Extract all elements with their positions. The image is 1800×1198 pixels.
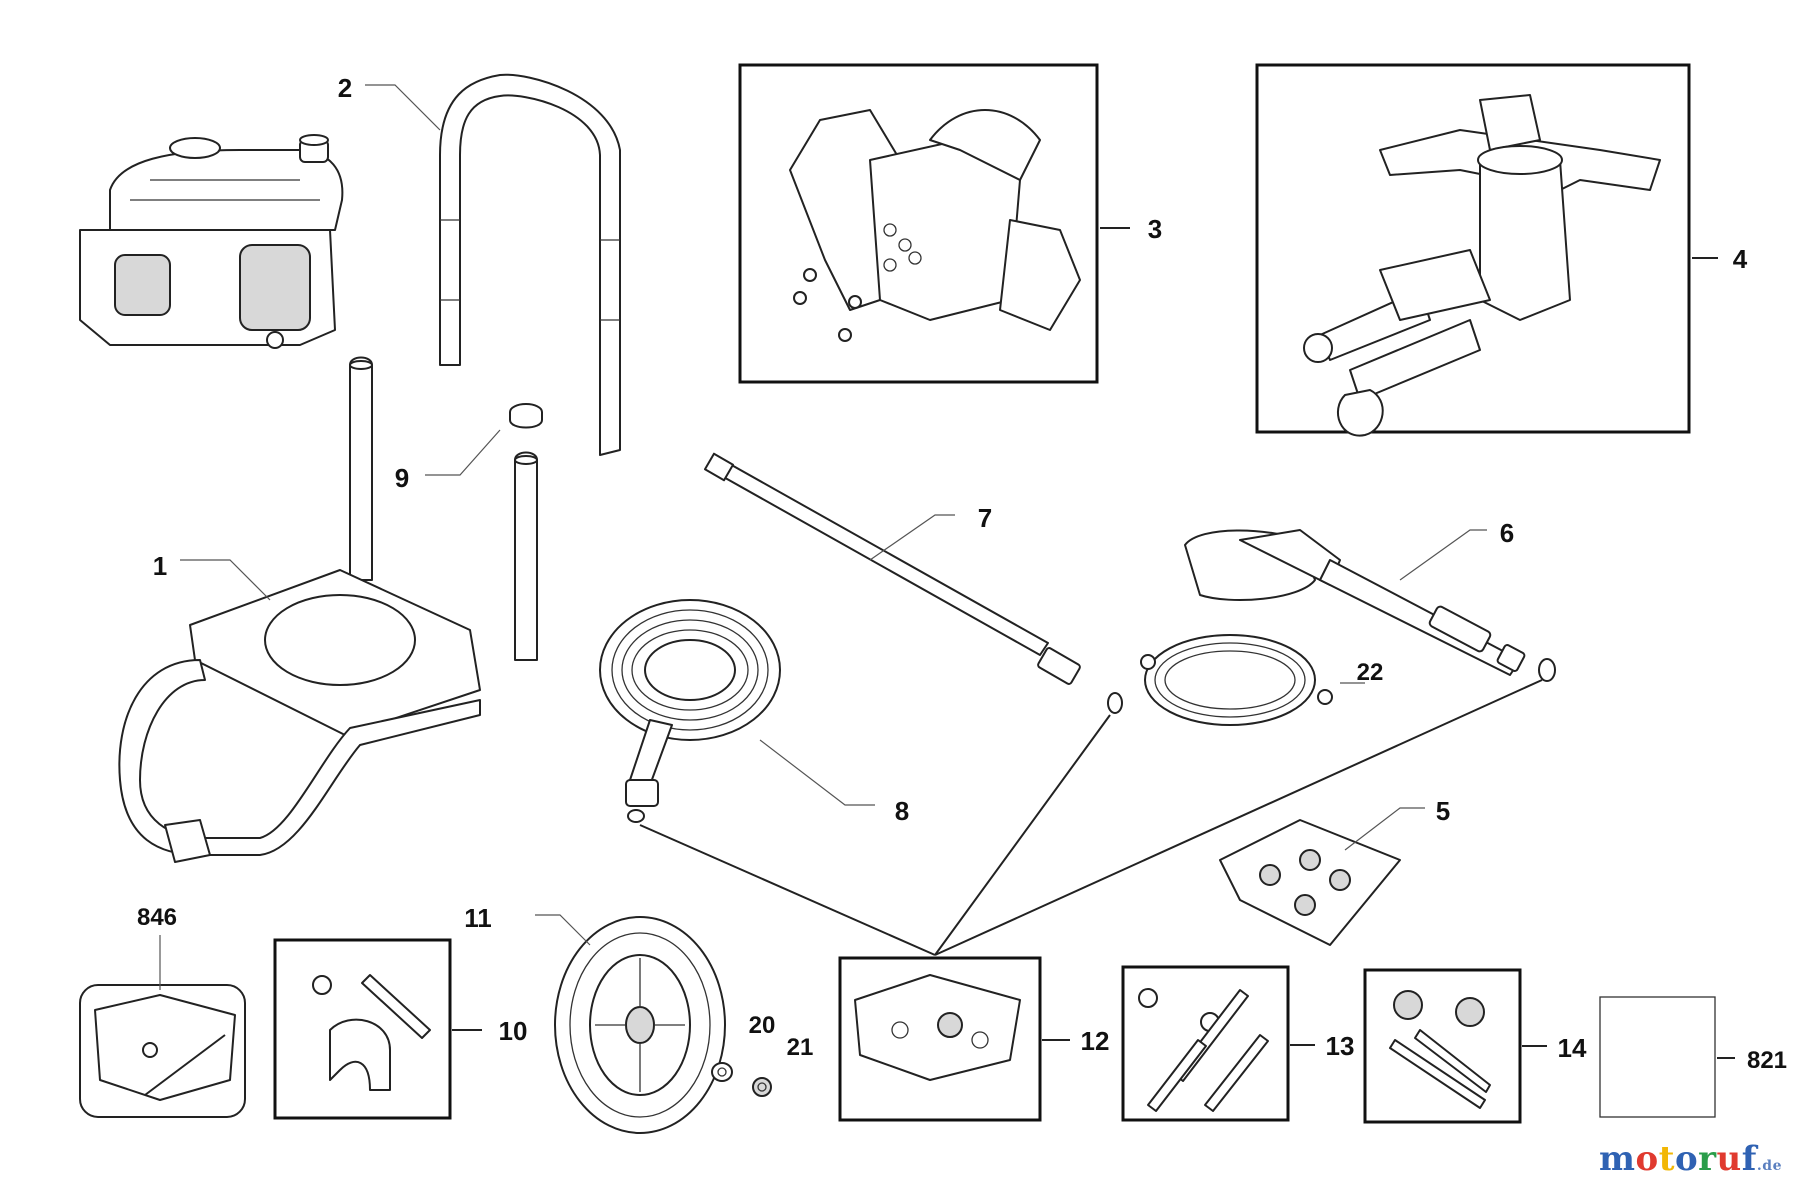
callout-9: 9	[395, 463, 409, 493]
watermark-letter: o	[1674, 1139, 1699, 1179]
cap-plug-illustration	[509, 403, 543, 429]
engine-illustration	[79, 134, 344, 349]
watermark-letter: r	[1698, 1139, 1717, 1179]
callout-821: 821	[1747, 1047, 1787, 1074]
box-10-hardware	[273, 938, 452, 1120]
box-3-bracket	[738, 63, 1099, 384]
frame-illustration	[118, 356, 538, 863]
callout-1: 1	[153, 551, 167, 581]
box-846-hardware-bag	[79, 984, 246, 1118]
callout-11: 11	[464, 903, 492, 933]
watermark-tld: .de	[1756, 1158, 1782, 1174]
callout-20: 20	[749, 1012, 776, 1039]
spray-gun-illustration	[1184, 529, 1556, 682]
box-821-manual	[1599, 996, 1716, 1118]
callout-4: 4	[1733, 244, 1748, 274]
motoruf-watermark: motoruf.de	[1599, 1139, 1782, 1179]
handle-illustration	[439, 73, 621, 456]
callout-6: 6	[1500, 518, 1514, 548]
box-4-pump	[1255, 63, 1691, 437]
callout-2: 2	[338, 73, 352, 103]
callout-5: 5	[1436, 796, 1450, 826]
callout-8: 8	[895, 796, 909, 826]
watermark-letter: f	[1741, 1139, 1757, 1179]
box-14-knobs	[1363, 968, 1522, 1124]
callout-21: 21	[787, 1034, 814, 1061]
box-13-bolts	[1121, 965, 1290, 1122]
spray-wand-illustration	[703, 452, 1123, 714]
watermark-letter: m	[1599, 1139, 1636, 1179]
callout-labels: 1 2 3 4 5 6 7 8 9 10 11 12 13 14 20 21 2…	[137, 73, 1787, 1074]
callout-13: 13	[1326, 1031, 1355, 1061]
callout-22: 22	[1357, 659, 1384, 686]
gun-hose-illustration	[1140, 634, 1333, 726]
callout-7: 7	[978, 503, 992, 533]
hose-coil-illustration	[599, 599, 781, 823]
callout-12: 12	[1081, 1026, 1110, 1056]
watermark-letter: t	[1658, 1139, 1675, 1179]
wheel-illustration	[554, 916, 726, 1134]
callout-846: 846	[137, 904, 177, 931]
leader-lines	[159, 84, 1735, 1059]
callout-14: 14	[1558, 1033, 1587, 1063]
washers-illustration	[711, 1062, 772, 1097]
nozzle-bag-illustration	[1219, 819, 1401, 946]
callout-3: 3	[1148, 214, 1162, 244]
watermark-letter: u	[1716, 1139, 1742, 1179]
callout-10: 10	[499, 1016, 528, 1046]
watermark-letter: o	[1635, 1139, 1659, 1179]
box-12-oring-kit	[838, 956, 1042, 1122]
